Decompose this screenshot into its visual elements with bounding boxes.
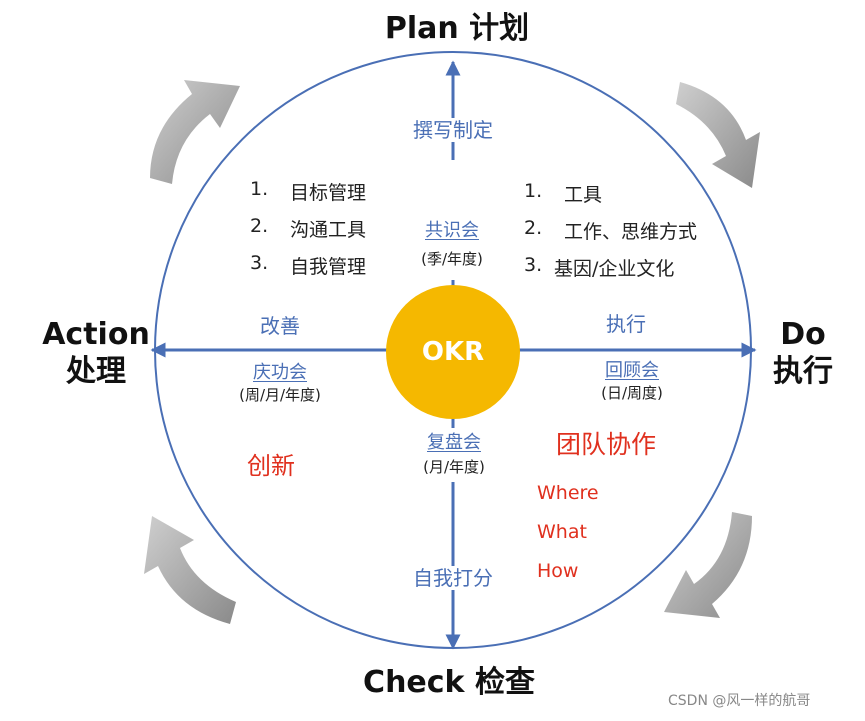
teamwork-item-where: Where — [537, 482, 599, 504]
plan-list: 1.目标管理 2.沟通工具 3.自我管理 — [250, 178, 366, 289]
innovation-label: 创新 — [247, 452, 295, 480]
axis-label-bottom: 自我打分 — [409, 566, 497, 590]
swirl-arrow-bottom-right — [664, 512, 752, 618]
do-label-cn: 执行 — [773, 354, 833, 389]
review-meeting-period: (日/周度) — [601, 384, 663, 402]
do-list-item: 1.工具 — [524, 180, 603, 206]
action-label-en: Action — [42, 317, 150, 352]
do-label-en: Do — [780, 317, 826, 352]
plan-list-item: 2.沟通工具 — [250, 215, 367, 241]
axis-label-right: 执行 — [606, 312, 646, 336]
consensus-meeting-name: 共识会 — [425, 220, 479, 241]
plan-list-item: 1.目标管理 — [250, 178, 367, 204]
celebration-meeting-name: 庆功会 — [253, 362, 307, 383]
retro-meeting-name: 复盘会 — [425, 432, 483, 453]
do-list-item: 2.工作、思维方式 — [524, 217, 698, 243]
teamwork-title: 团队协作 — [556, 430, 657, 459]
watermark: CSDN @风一样的航哥 — [668, 693, 811, 709]
do-list-item: 3.基因/企业文化 — [524, 254, 675, 280]
action-label-cn: 处理 — [66, 354, 126, 389]
axis-label-top: 撰写制定 — [409, 118, 497, 142]
plan-label: Plan 计划 — [384, 11, 530, 46]
celebration-meeting-period: (周/月/年度) — [239, 386, 321, 404]
swirl-arrow-top-right — [676, 82, 760, 188]
plan-list-item: 3.自我管理 — [250, 252, 367, 278]
do-list: 1.工具 2.工作、思维方式 3.基因/企业文化 — [524, 180, 697, 291]
swirl-arrow-top-left — [150, 80, 240, 184]
okr-center-label: OKR — [421, 337, 485, 367]
okr-center-disc — [386, 285, 520, 419]
teamwork-item-what: What — [537, 521, 587, 543]
review-meeting-name: 回顾会 — [605, 360, 659, 381]
retro-meeting-period: (月/年度) — [421, 458, 487, 476]
axis-label-left: 改善 — [260, 314, 300, 338]
swirl-arrow-bottom-left — [144, 516, 236, 624]
teamwork-item-how: How — [537, 560, 579, 582]
check-label: Check 检查 — [363, 665, 535, 700]
consensus-meeting-period: (季/年度) — [419, 250, 485, 268]
